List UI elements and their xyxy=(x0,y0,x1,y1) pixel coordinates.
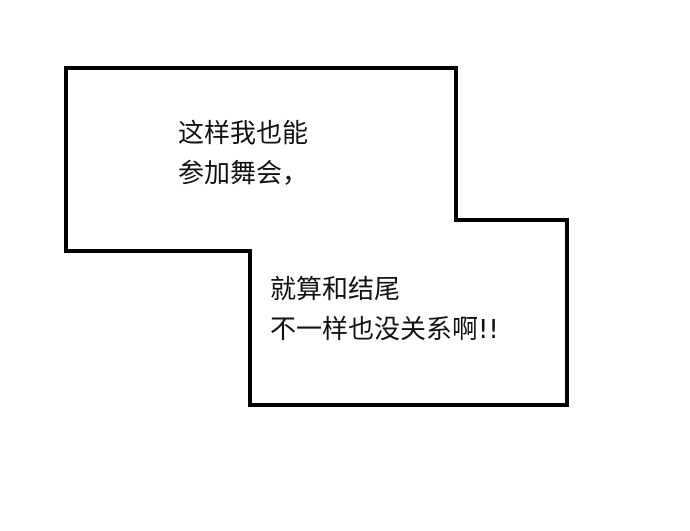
caption-bottom: 就算和结尾 不一样也没关系啊!! xyxy=(270,270,499,350)
caption-bottom-line-2: 不一样也没关系啊!! xyxy=(270,315,499,345)
caption-top: 这样我也能 参加舞会， xyxy=(178,114,308,194)
panel-outline xyxy=(64,66,569,407)
caption-top-line-1: 这样我也能 xyxy=(178,119,309,149)
caption-top-line-2: 参加舞会， xyxy=(178,159,309,189)
caption-bottom-line-1: 就算和结尾 xyxy=(270,275,401,305)
